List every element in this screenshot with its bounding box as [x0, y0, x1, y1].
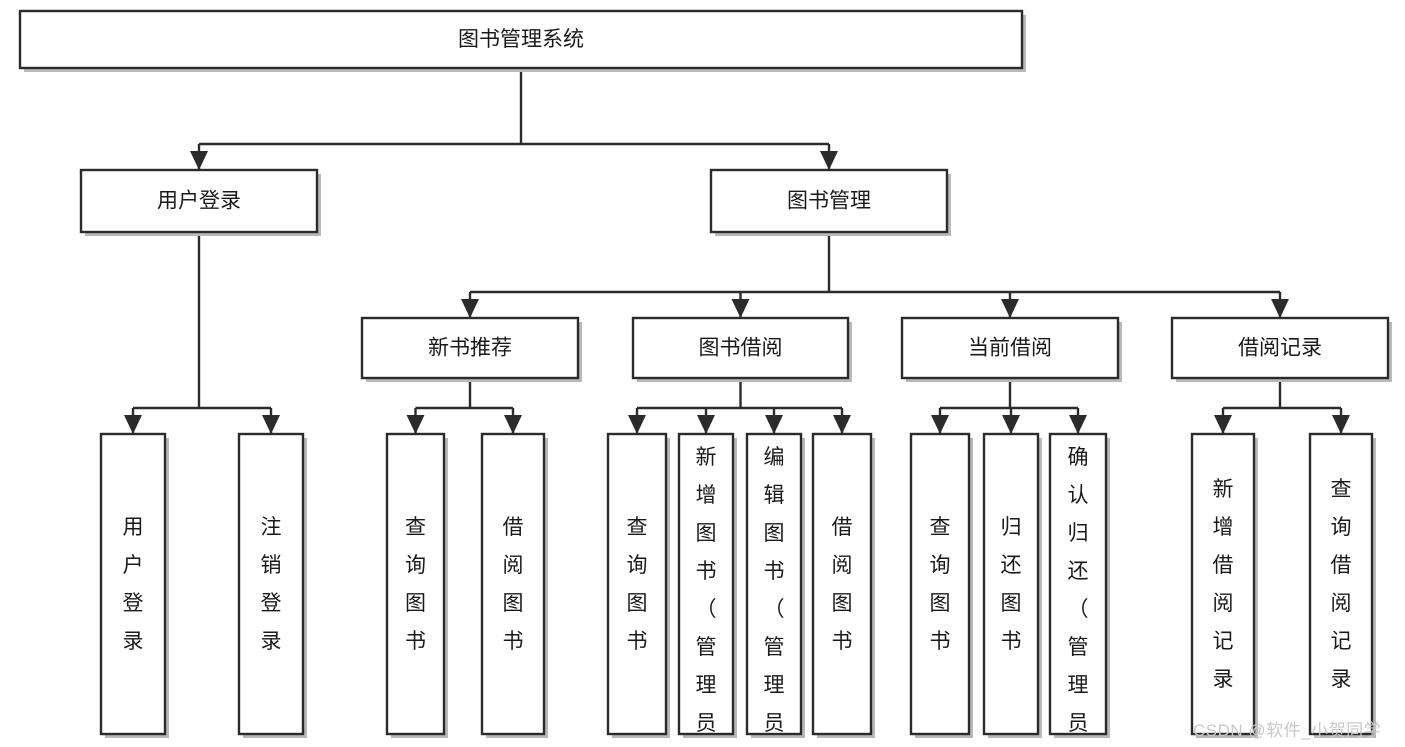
- node-border: [360, 316, 580, 380]
- edge-group-s2: [628, 378, 851, 434]
- arrow-head: [1002, 415, 1020, 434]
- edge-group-root: [190, 68, 838, 170]
- node-f4[interactable]: 借阅图书: [480, 432, 548, 738]
- edge-group-m2: [461, 232, 1289, 318]
- arrow-head: [931, 415, 949, 434]
- arrow-head: [262, 415, 280, 434]
- arrow-head: [820, 151, 838, 170]
- node-label: 新增图书（管理员）: [696, 446, 717, 747]
- node-border: [982, 432, 1040, 736]
- node-label: 查询图书: [930, 516, 951, 653]
- node-f8[interactable]: 借阅图书: [811, 432, 875, 738]
- csdn-watermark: CSDN @软件_小贺同学: [1193, 721, 1382, 740]
- node-label: 用户登录: [157, 190, 241, 213]
- edge-group-s1: [406, 378, 522, 434]
- node-border: [709, 168, 949, 234]
- node-border: [811, 432, 873, 736]
- node-label: 借阅记录: [1238, 337, 1322, 360]
- arrow-head: [1271, 299, 1289, 318]
- node-label: 图书管理: [787, 190, 871, 213]
- node-border: [237, 432, 305, 736]
- node-label: 借阅图书: [503, 516, 524, 653]
- arrow-head: [628, 415, 646, 434]
- node-border: [900, 316, 1120, 380]
- node-label: 当前借阅: [968, 337, 1052, 360]
- node-root[interactable]: 图书管理系统: [18, 9, 1026, 72]
- node-border: [1170, 316, 1390, 380]
- node-label: 编辑图书（管理员）: [764, 446, 785, 747]
- node-label: 图书管理系统: [458, 28, 584, 51]
- node-s3[interactable]: 当前借阅: [900, 316, 1122, 382]
- node-f11[interactable]: 确认归还（管理员）: [1048, 432, 1110, 747]
- node-f1[interactable]: 用户登录: [99, 432, 169, 738]
- arrow-head: [1001, 299, 1019, 318]
- node-label: 注销登录: [261, 516, 282, 653]
- node-border: [677, 432, 735, 736]
- node-label: 查询借阅记录: [1331, 478, 1352, 691]
- node-f5[interactable]: 查询图书: [606, 432, 670, 738]
- node-border: [480, 432, 546, 736]
- node-f9[interactable]: 查询图书: [909, 432, 973, 738]
- arrow-head: [765, 415, 783, 434]
- arrow-head: [124, 415, 142, 434]
- node-border: [18, 9, 1024, 70]
- node-border: [385, 432, 446, 736]
- node-layer: 图书管理系统用户登录图书管理新书推荐图书借阅当前借阅借阅记录用户登录注销登录查询…: [18, 9, 1392, 747]
- node-border: [631, 316, 850, 380]
- node-border: [745, 432, 803, 736]
- arrow-head: [406, 415, 425, 434]
- arrow-head: [461, 299, 479, 318]
- edge-layer: [124, 68, 1350, 434]
- node-label: 归还图书: [1001, 516, 1022, 653]
- arrow-head: [190, 151, 208, 170]
- arrow-head: [504, 415, 522, 434]
- node-border: [1048, 432, 1108, 736]
- node-border: [606, 432, 668, 736]
- arrow-head: [1332, 415, 1350, 434]
- arrow-head: [697, 415, 715, 434]
- node-f12[interactable]: 新增借阅记录: [1190, 432, 1258, 738]
- edge-group-m1: [124, 232, 280, 434]
- node-m2[interactable]: 图书管理: [709, 168, 951, 236]
- node-f3[interactable]: 查询图书: [385, 432, 448, 738]
- node-s1[interactable]: 新书推荐: [360, 316, 582, 382]
- node-f10[interactable]: 归还图书: [982, 432, 1042, 738]
- node-label: 新增借阅记录: [1213, 478, 1234, 691]
- node-label: 借阅图书: [832, 516, 853, 653]
- node-label: 新书推荐: [428, 337, 512, 360]
- node-label: 查询图书: [405, 516, 426, 653]
- arrow-head: [1214, 415, 1232, 434]
- node-label: 图书借阅: [699, 337, 783, 360]
- node-f2[interactable]: 注销登录: [237, 432, 307, 738]
- node-label: 确认归还（管理员）: [1068, 446, 1089, 747]
- arrow-head: [833, 415, 851, 434]
- node-f7[interactable]: 编辑图书（管理员）: [745, 432, 805, 747]
- node-m1[interactable]: 用户登录: [79, 168, 321, 236]
- node-f13[interactable]: 查询借阅记录: [1308, 432, 1376, 738]
- node-s4[interactable]: 借阅记录: [1170, 316, 1392, 382]
- node-s2[interactable]: 图书借阅: [631, 316, 852, 382]
- node-label: 查询图书: [627, 516, 648, 653]
- node-border: [909, 432, 971, 736]
- node-border: [1308, 432, 1374, 736]
- edge-group-s4: [1214, 378, 1350, 434]
- node-label: 用户登录: [123, 516, 144, 653]
- edge-group-s3: [931, 378, 1087, 434]
- node-border: [1190, 432, 1256, 736]
- node-f6[interactable]: 新增图书（管理员）: [677, 432, 737, 747]
- arrow-head: [1069, 415, 1087, 434]
- arrow-head: [731, 299, 750, 318]
- node-border: [99, 432, 167, 736]
- node-border: [79, 168, 319, 234]
